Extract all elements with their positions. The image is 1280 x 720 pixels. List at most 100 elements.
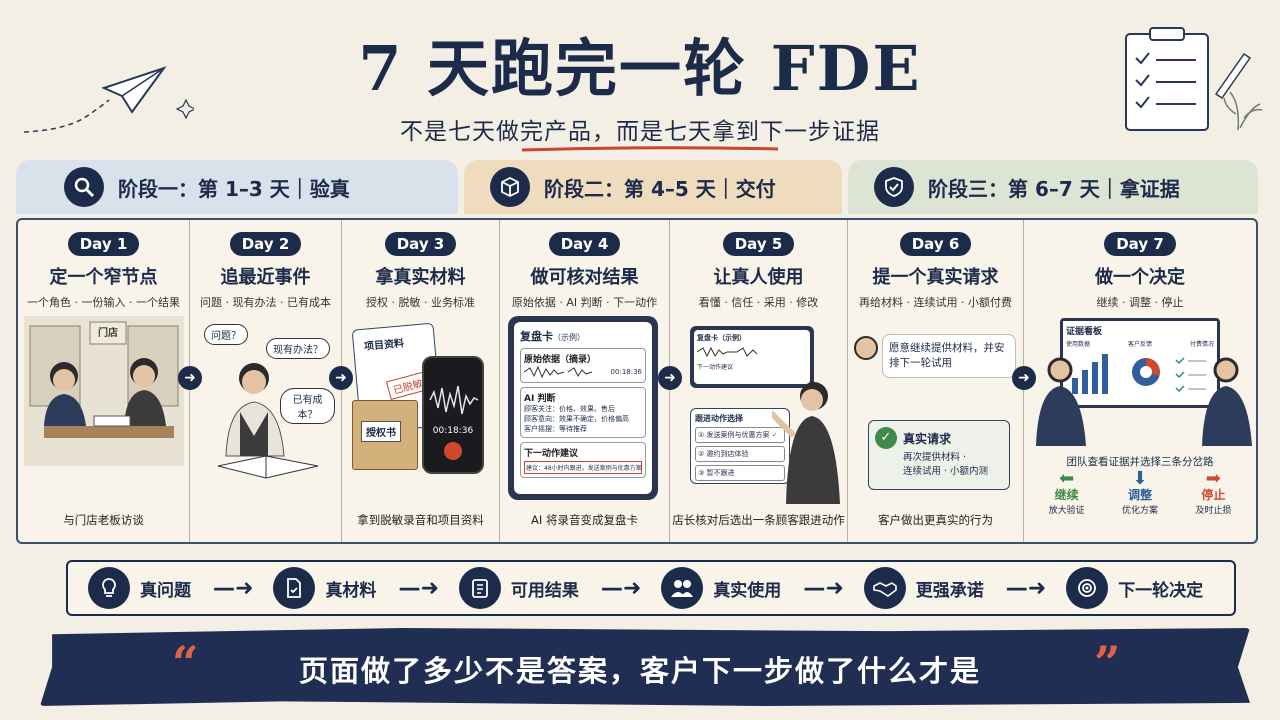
tablet: 复盘卡（示例） 原始依据（摘录） 00:18:36 AI 判断 顾客关注：价格、… (508, 316, 658, 500)
day-title: 做可核对结果 (530, 267, 639, 288)
day-title: 定一个窄节点 (49, 267, 158, 288)
page-subtitle: 不是七天做完产品，而是七天拿到下一步证据 (400, 119, 880, 145)
box-icon (490, 167, 530, 207)
next-label: 下一动作建议 (524, 449, 579, 459)
close-quote-icon: ” (1094, 636, 1121, 690)
quote-text: 页面做了多少不是答案，客户下一步做了什么才是 (298, 654, 981, 688)
target-icon (1066, 567, 1109, 609)
day-subtitle: 看懂 · 信任 · 采用 · 修改 (698, 296, 819, 309)
board-col: 客户反馈 (1127, 341, 1152, 348)
day-column-3: Day 3 拿真实材料 授权 · 脱敏 · 业务标准 项目资料 已脱敏 授权书 … (342, 220, 500, 542)
flow-step-3: 可用结果 (458, 567, 579, 609)
source-label: 原始依据（摘录） (524, 355, 597, 365)
phone: 00:18:36 (422, 356, 484, 474)
paper-plane-icon (23, 66, 194, 133)
interview-illustration: 门店 (24, 316, 184, 508)
phone-time: 00:18:36 (432, 426, 474, 436)
request-illustration: 愿意继续提供材料，并安排下一轮试用 ✓ 真实请求 再次提供材料 · 连续试用 ·… (854, 316, 1017, 508)
real-request-line: 再次提供材料 · (903, 452, 967, 463)
follow-title: 跟进动作选择 (695, 414, 743, 423)
day-badge: Day 7 (1104, 232, 1176, 256)
real-request-line: 连续试用 · 小额内测 (903, 466, 989, 477)
board-col: 使用数据 (1066, 341, 1091, 348)
flow-step-4: 真实使用 (661, 567, 781, 609)
day-badge: Day 4 (548, 232, 621, 256)
flow-step-6: 下一轮决定 (1066, 567, 1203, 609)
ai-line: 客户摇摆：等待推荐 (524, 425, 587, 433)
day-title: 提一个真实请求 (872, 267, 999, 288)
request-bubble: 愿意继续提供材料，并安排下一轮试用 (882, 334, 1016, 378)
day-caption: AI 将录音变成复盘卡 (531, 513, 638, 527)
speech-bubble: 已有成本？ (280, 388, 335, 424)
follow-option[interactable]: ② 邀约到店体验 (695, 446, 785, 462)
flow-step-1: 真问题 (88, 567, 191, 609)
day-subtitle: 继续 · 调整 · 停止 (1096, 296, 1184, 309)
day-column-5: Day 5 让真人使用 看懂 · 信任 · 采用 · 修改 复盘卡（示例） 下一… (670, 220, 848, 542)
day-caption: 客户做出更真实的行为 (878, 513, 993, 527)
day-title: 做一个决定 (1095, 267, 1185, 288)
decision-illustration: 证据看板 使用数据 客户反馈 付费情况 团队查看证据并选择三条分 (1030, 316, 1252, 516)
day-caption: 与门店老板访谈 (63, 513, 144, 527)
arrow-right-icon: —➜ (213, 575, 254, 601)
stage-label: 阶段三：第 6–7 天｜拿证据 (928, 176, 1180, 201)
flow-step-5: 更强承诺 (863, 567, 984, 609)
day-column-7: Day 7 做一个决定 继续 · 调整 · 停止 证据看板 使用数据 客户反馈 … (1024, 220, 1256, 542)
next-label: 下一动作建议 (697, 364, 734, 371)
check-icon: ✓ (875, 427, 897, 449)
stage-banner-2: 阶段二：第 4–5 天｜交付 (464, 160, 842, 214)
arrow-right-icon: —➜ (398, 575, 439, 601)
underline-stroke (521, 146, 779, 152)
board-col: 付费情况 (1189, 341, 1214, 348)
materials-illustration: 项目资料 已脱敏 授权书 00:18:36 (348, 316, 493, 508)
card-title-note: （示例） (718, 334, 746, 342)
flow-step-2: 真材料 (273, 567, 376, 609)
ai-box: AI 判断 顾客关注：价格、效果、售后 顾客意向：效果不确定，价格偏高 客户摇摆… (520, 387, 646, 438)
real-request-card: ✓ 真实请求 再次提供材料 · 连续试用 · 小额内测 (868, 420, 1010, 490)
stage-label: 阶段二：第 4–5 天｜交付 (544, 176, 776, 201)
follow-up-card: 跟进动作选择 ① 发送案例与优惠方案 ✓ ② 邀约到店体验 ③ 暂不跟进 (690, 408, 790, 484)
arrow-right-icon: ➜ (178, 366, 202, 390)
record-button-icon (444, 442, 462, 460)
card-title: 复盘卡 (520, 330, 553, 343)
ai-line: 顾客关注：价格、效果、售后 (524, 405, 615, 413)
choice-adjust[interactable]: ⬇ 调整 优化方案 (1121, 468, 1158, 517)
days-panel: Day 1 定一个窄节点 一个角色 · 一份输入 · 一个结果 门店 与门店老板… (16, 218, 1258, 544)
clipboard-icon (458, 567, 501, 609)
document-title: 项目资料 (363, 338, 405, 353)
choice-continue[interactable]: ⬅ 继续 放大验证 (1048, 468, 1085, 517)
arrow-right-icon: —➜ (1005, 575, 1047, 601)
choice-group: ⬅ 继续 放大验证 ⬇ 调整 优化方案 ➡ 停止 及时止损 (1030, 468, 1250, 517)
arrow-right-icon: ➜ (329, 366, 353, 390)
arrow-right-icon: —➜ (600, 575, 642, 601)
day-subtitle: 授权 · 脱敏 · 业务标准 (366, 296, 475, 309)
day-title: 追最近事件 (220, 267, 311, 288)
stage-banner-3: 阶段三：第 6–7 天｜拿证据 (848, 160, 1258, 214)
tablet: 复盘卡（示例） 下一动作建议 (690, 326, 814, 388)
checklist-icon (1125, 27, 1263, 131)
evidence-board: 证据看板 使用数据 客户反馈 付费情况 (1060, 318, 1220, 408)
follow-option[interactable]: ① 发送案例与优惠方案 ✓ (695, 427, 785, 443)
speech-bubble: 现有办法？ (266, 338, 330, 359)
page-title: 7 天跑完一轮 FDE (358, 32, 922, 105)
source-box: 原始依据（摘录） 00:18:36 (520, 348, 646, 383)
day-subtitle: 原始依据 · AI 判断 · 下一动作 (511, 296, 658, 309)
search-icon (64, 167, 104, 207)
choice-stop[interactable]: ➡ 停止 及时止损 (1195, 468, 1232, 517)
day-badge: Day 5 (722, 232, 795, 256)
day-column-6: Day 6 提一个真实请求 再给材料 · 连续试用 · 小额付费 愿意继续提供材… (848, 220, 1024, 542)
handshake-icon (863, 567, 906, 609)
arrow-right-icon: ➡ (1205, 468, 1221, 489)
day-column-1: Day 1 定一个窄节点 一个角色 · 一份输入 · 一个结果 门店 与门店老板… (18, 220, 190, 542)
follow-option[interactable]: ③ 暂不跟进 (695, 465, 785, 481)
day-caption: 拿到脱敏录音和项目资料 (357, 513, 484, 527)
folder: 授权书 (352, 400, 418, 470)
thinking-illustration: 问题？ 现有办法？ 已有成本？ (196, 316, 335, 508)
people-icon (661, 567, 704, 609)
day-badge: Day 3 (384, 232, 457, 256)
stage-label: 阶段一：第 1–3 天｜验真 (118, 176, 350, 201)
day-subtitle: 再给材料 · 连续试用 · 小额付费 (859, 296, 1012, 309)
ai-label: AI 判断 (524, 394, 556, 404)
arrow-right-icon: ➜ (658, 366, 682, 390)
arrow-down-icon: ⬇ (1132, 468, 1148, 489)
card-title: 复盘卡 (697, 334, 718, 342)
